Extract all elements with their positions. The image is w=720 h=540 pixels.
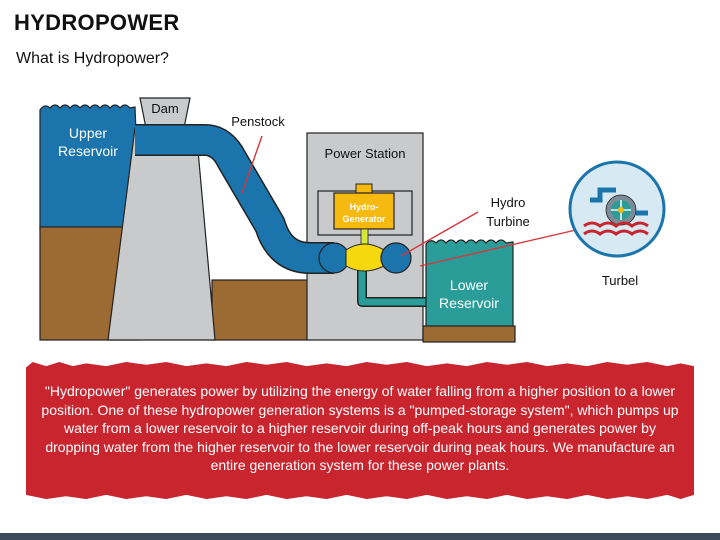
penstock-label: Penstock (231, 114, 285, 129)
hydropower-diagram: Dam Power Station Hydro- Generator Lower… (39, 97, 666, 343)
description-text: "Hydropower" generates power by utilizin… (41, 383, 679, 473)
lower-reservoir-label-line2: Reservoir (439, 295, 499, 311)
hydro-turbine (380, 242, 412, 274)
upper-reservoir-water (39, 104, 141, 231)
description-banner (26, 362, 694, 499)
dam-label: Dam (151, 101, 178, 116)
generator-label-line2: Generator (342, 214, 386, 224)
power-station-label: Power Station (325, 146, 406, 161)
turbel-label: Turbel (602, 273, 638, 288)
turbel-leader-line (419, 229, 577, 267)
turbine-leader-line (400, 211, 479, 257)
generator-top-knob (355, 183, 373, 194)
upper-reservoir-label-line2: Reservoir (58, 143, 118, 159)
inlet-valve (318, 242, 350, 274)
penstock-pipe (135, 125, 334, 273)
mid-ground (211, 279, 309, 341)
upper-reservoir-label-line1: Upper (69, 125, 107, 141)
hydro-generator (333, 192, 395, 230)
lower-reservoir-label-line1: Lower (450, 277, 488, 293)
penstock-leader-line (241, 135, 263, 194)
turbine-coupling (345, 243, 385, 272)
lower-reservoir-water (425, 239, 514, 329)
turbine-label-line1: Hydro (491, 195, 526, 210)
lower-ground (422, 325, 516, 343)
slide-subtitle: What is Hydropower? (16, 50, 169, 67)
turbine-label-line2: Turbine (486, 214, 530, 229)
turbine-icon (568, 160, 666, 258)
slide-title: HYDROPOWER (14, 10, 180, 35)
footer-bar (0, 533, 720, 540)
generator-label-line1: Hydro- (350, 202, 379, 212)
